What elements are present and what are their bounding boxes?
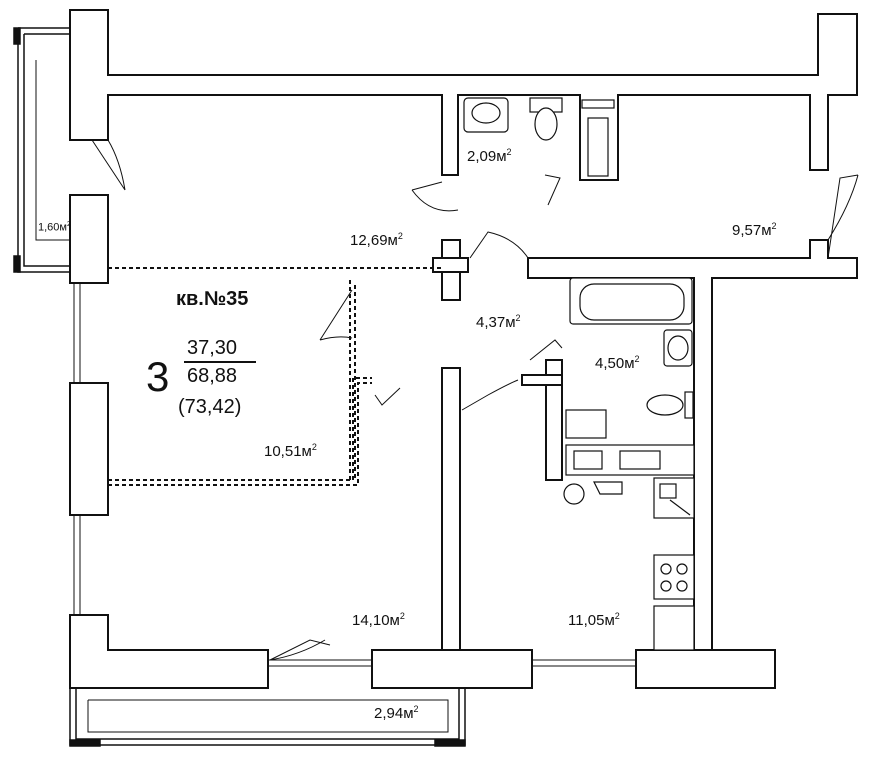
fraction-line	[184, 361, 256, 363]
wall-bathroom	[545, 359, 563, 481]
wall-left-window	[69, 382, 109, 516]
wc-fixtures	[463, 97, 615, 177]
dashed-room-outline	[108, 267, 442, 486]
windows	[73, 283, 636, 667]
wall-corridor-tee	[432, 257, 469, 273]
doors	[91, 139, 859, 661]
wall-interior-center	[441, 367, 461, 651]
bath-fixtures	[563, 277, 695, 505]
kitchen-area: 11,05м2	[568, 611, 620, 630]
living-area: 37,30	[187, 337, 238, 359]
balcony-bottom-area: 2,94м2	[374, 704, 419, 723]
total-area: 68,88	[187, 365, 238, 387]
wall-bottom-right	[635, 649, 776, 689]
wall-top	[69, 9, 858, 181]
room-dashed-area: 10,51м2	[264, 442, 317, 461]
balcony-bottom	[69, 688, 466, 747]
wall-left-upper	[69, 194, 109, 284]
room-bottom-left-area: 14,10м2	[352, 611, 405, 630]
apartment-title: кв.№35	[176, 288, 249, 310]
rooms-count: 3	[146, 353, 170, 400]
balcony-left-area: 1,60м2	[38, 221, 71, 234]
corridor-area: 4,37м2	[476, 313, 521, 332]
balcony-left	[13, 27, 70, 273]
wall-bathroom-stub	[521, 374, 563, 386]
total-area-with-balconies: (73,42)	[178, 396, 242, 418]
room-top-left-area: 12,69м2	[350, 231, 403, 250]
wall-left-lower	[69, 614, 269, 689]
wall-bottom-mid	[371, 649, 533, 689]
kitchen-fixtures	[653, 477, 695, 651]
wc-area: 2,09м2	[467, 147, 512, 166]
bathroom-area: 4,50м2	[595, 354, 640, 373]
hallway-area: 9,57м2	[732, 221, 777, 240]
